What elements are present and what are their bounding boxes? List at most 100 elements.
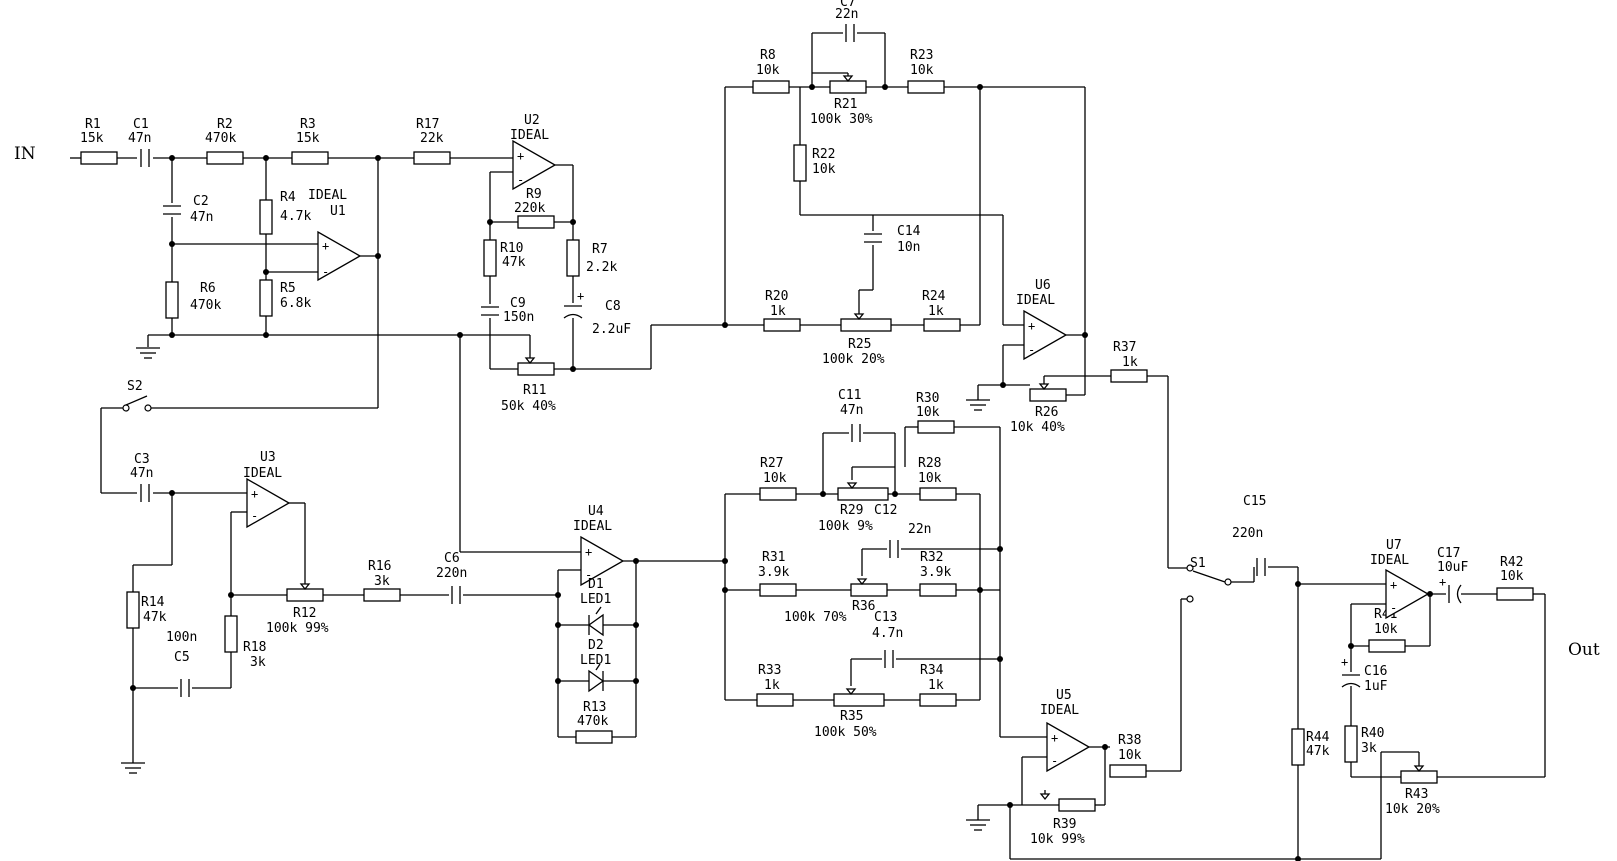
svg-text:220k: 220k xyxy=(514,201,545,216)
svg-text:R36: R36 xyxy=(852,599,875,614)
ground-icon xyxy=(966,819,990,831)
svg-text:R33: R33 xyxy=(758,663,781,678)
svg-text:100k 30%: 100k 30% xyxy=(810,112,873,127)
svg-text:R17: R17 xyxy=(416,117,439,132)
svg-text:LED1: LED1 xyxy=(580,592,611,607)
svg-text:220n: 220n xyxy=(1232,526,1263,541)
svg-text:470k: 470k xyxy=(205,131,236,146)
svg-text:IDEAL: IDEAL xyxy=(1370,553,1409,568)
svg-text:C11: C11 xyxy=(838,388,861,403)
svg-text:C2: C2 xyxy=(193,194,209,209)
svg-text:R2: R2 xyxy=(217,117,233,132)
svg-text:3k: 3k xyxy=(250,655,266,670)
capacitor-C8: +C82.2uF xyxy=(563,289,631,337)
svg-text:U6: U6 xyxy=(1035,278,1051,293)
svg-text:U3: U3 xyxy=(260,450,276,465)
svg-text:1k: 1k xyxy=(764,678,780,693)
svg-text:IDEAL: IDEAL xyxy=(1016,293,1055,308)
svg-text:1k: 1k xyxy=(928,678,944,693)
svg-text:1uF: 1uF xyxy=(1364,679,1388,694)
ground-icon xyxy=(136,345,160,359)
svg-text:2.2k: 2.2k xyxy=(586,260,617,275)
svg-text:10k: 10k xyxy=(812,162,836,177)
svg-text:47n: 47n xyxy=(840,403,863,418)
svg-text:+: + xyxy=(577,289,584,303)
svg-text:10n: 10n xyxy=(897,240,920,255)
svg-text:S1: S1 xyxy=(1190,556,1206,571)
svg-text:C16: C16 xyxy=(1364,664,1387,679)
svg-text:R12: R12 xyxy=(293,606,316,621)
svg-text:+: + xyxy=(1051,731,1058,745)
svg-text:10k: 10k xyxy=(1118,748,1142,763)
svg-text:+: + xyxy=(322,239,329,253)
svg-text:R34: R34 xyxy=(920,663,944,678)
svg-text:R38: R38 xyxy=(1118,733,1141,748)
svg-text:100n: 100n xyxy=(166,630,197,645)
svg-text:22n: 22n xyxy=(908,522,931,537)
svg-text:C17: C17 xyxy=(1437,546,1460,561)
svg-text:-: - xyxy=(1390,601,1397,615)
svg-text:R24: R24 xyxy=(922,289,946,304)
svg-text:220n: 220n xyxy=(436,566,467,581)
svg-text:100k 50%: 100k 50% xyxy=(814,725,877,740)
svg-text:3.9k: 3.9k xyxy=(920,565,951,580)
svg-text:R39: R39 xyxy=(1053,817,1076,832)
resistor-R4: R44.7k xyxy=(259,190,311,235)
capacitor-C12: C12 22n xyxy=(874,503,931,558)
svg-text:47n: 47n xyxy=(130,466,153,481)
svg-text:22k: 22k xyxy=(420,131,444,146)
svg-text:+: + xyxy=(585,545,592,559)
svg-text:470k: 470k xyxy=(190,298,221,313)
svg-text:R43: R43 xyxy=(1405,787,1428,802)
svg-text:R20: R20 xyxy=(765,289,788,304)
svg-text:R31: R31 xyxy=(762,550,785,565)
svg-text:10k: 10k xyxy=(910,63,934,78)
svg-text:1k: 1k xyxy=(1122,355,1138,370)
svg-text:R27: R27 xyxy=(760,456,783,471)
svg-text:IDEAL: IDEAL xyxy=(510,128,549,143)
svg-text:2.2uF: 2.2uF xyxy=(592,322,631,337)
svg-text:-: - xyxy=(517,173,524,187)
svg-text:10k: 10k xyxy=(763,471,787,486)
svg-text:R1: R1 xyxy=(85,117,101,132)
svg-text:10k: 10k xyxy=(756,63,780,78)
ground-symbols xyxy=(121,345,990,831)
svg-text:6.8k: 6.8k xyxy=(280,296,311,311)
svg-text:R18: R18 xyxy=(243,640,266,655)
svg-text:100k 99%: 100k 99% xyxy=(266,621,329,636)
svg-text:100k 20%: 100k 20% xyxy=(822,352,885,367)
svg-text:3k: 3k xyxy=(374,574,390,589)
switch-S2: S2 xyxy=(122,379,152,412)
svg-text:47n: 47n xyxy=(128,131,151,146)
svg-text:47k: 47k xyxy=(1306,744,1330,759)
svg-text:C12: C12 xyxy=(874,503,897,518)
svg-text:D1: D1 xyxy=(588,577,604,592)
svg-text:-: - xyxy=(1051,754,1058,768)
